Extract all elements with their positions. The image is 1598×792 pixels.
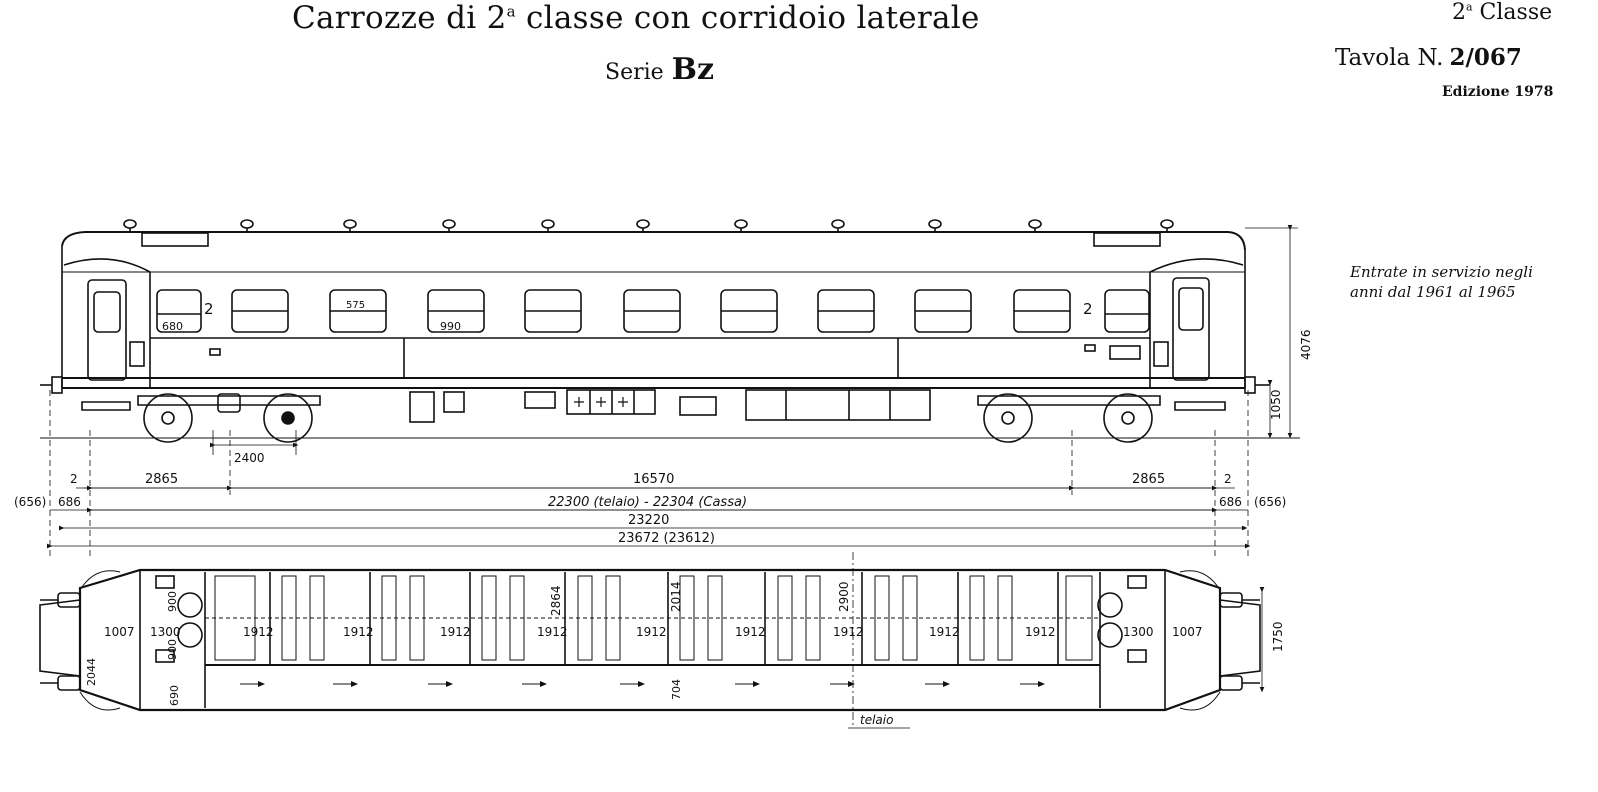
plate-number: Tavola N.2/067 — [1335, 44, 1522, 71]
frame-body-length: 22300 (telaio) - 22304 (Cassa) — [548, 495, 747, 510]
buffer-length-right: (656) — [1254, 495, 1286, 509]
body-width: 2900 — [837, 581, 851, 612]
side-elevation — [40, 219, 1300, 455]
floor-height-dimension: 1050 — [1269, 389, 1283, 420]
bogie-left — [81, 393, 321, 443]
corridor-width: 2864 — [549, 585, 563, 616]
compartment-2: 1912 — [343, 625, 374, 639]
class-number-left: 2 — [204, 300, 214, 318]
bogie-gauge: 1750 — [1271, 621, 1285, 652]
drawing-title: Carrozze di 2a classe con corridoio late… — [292, 0, 980, 36]
overhang-left: 686 — [58, 495, 81, 509]
end-side-dimension: 2044 — [85, 658, 98, 686]
seat-rows — [205, 575, 1100, 661]
compartment-9: 1912 — [1025, 625, 1056, 639]
window-width-label: 680 — [162, 320, 183, 333]
class-label: 2a Classe — [1452, 0, 1553, 25]
compartment-8: 1912 — [929, 625, 960, 639]
plan-view — [39, 552, 1265, 729]
compartment-5: 1912 — [636, 625, 667, 639]
compartment-1: 1912 — [243, 625, 274, 639]
body-length: 23220 — [628, 513, 669, 528]
door-width-upper: 900 — [166, 591, 179, 612]
height-dimension: 4076 — [1299, 329, 1313, 360]
compartment-4: 1912 — [537, 625, 568, 639]
side-windows — [156, 289, 1150, 333]
compartment-6: 1912 — [735, 625, 766, 639]
bogie-offset-right: 2865 — [1132, 472, 1165, 487]
pivot-distance: 16570 — [633, 472, 674, 487]
bogie-wheelbase: 2400 — [234, 451, 265, 465]
bogie-right — [977, 393, 1226, 443]
class-number-right: 2 — [1083, 300, 1093, 318]
end-small-dimension: 690 — [168, 685, 181, 706]
door-width-lower: 900 — [166, 639, 179, 660]
vestibule-length-left: 1007 — [104, 625, 135, 639]
end-gap-right: 2 — [1224, 472, 1232, 486]
roof-vents — [123, 219, 1174, 232]
edition-label: Edizione 1978 — [1442, 84, 1554, 100]
end-gap-left: 2 — [70, 472, 78, 486]
corridor-dimension: 704 — [670, 679, 683, 700]
frame-label: telaio — [860, 713, 893, 727]
compartment-depth: 2014 — [669, 581, 683, 612]
overhang-right: 686 — [1219, 495, 1242, 509]
vestibule-length-right: 1007 — [1172, 625, 1203, 639]
entrance-length-left: 1300 — [150, 625, 181, 639]
dimension-lines — [46, 390, 1251, 560]
compartment-7: 1912 — [833, 625, 864, 639]
compartment-3: 1912 — [440, 625, 471, 639]
window-height-label: 575 — [346, 300, 365, 311]
entrance-length-right: 1300 — [1123, 625, 1154, 639]
series-code: Bz — [671, 52, 715, 87]
buffer-length-left: (656) — [14, 495, 46, 509]
bogie-offset-left: 2865 — [145, 472, 178, 487]
window-width-label-2: 990 — [440, 320, 461, 333]
length-over-buffers: 23672 (23612) — [618, 531, 715, 546]
